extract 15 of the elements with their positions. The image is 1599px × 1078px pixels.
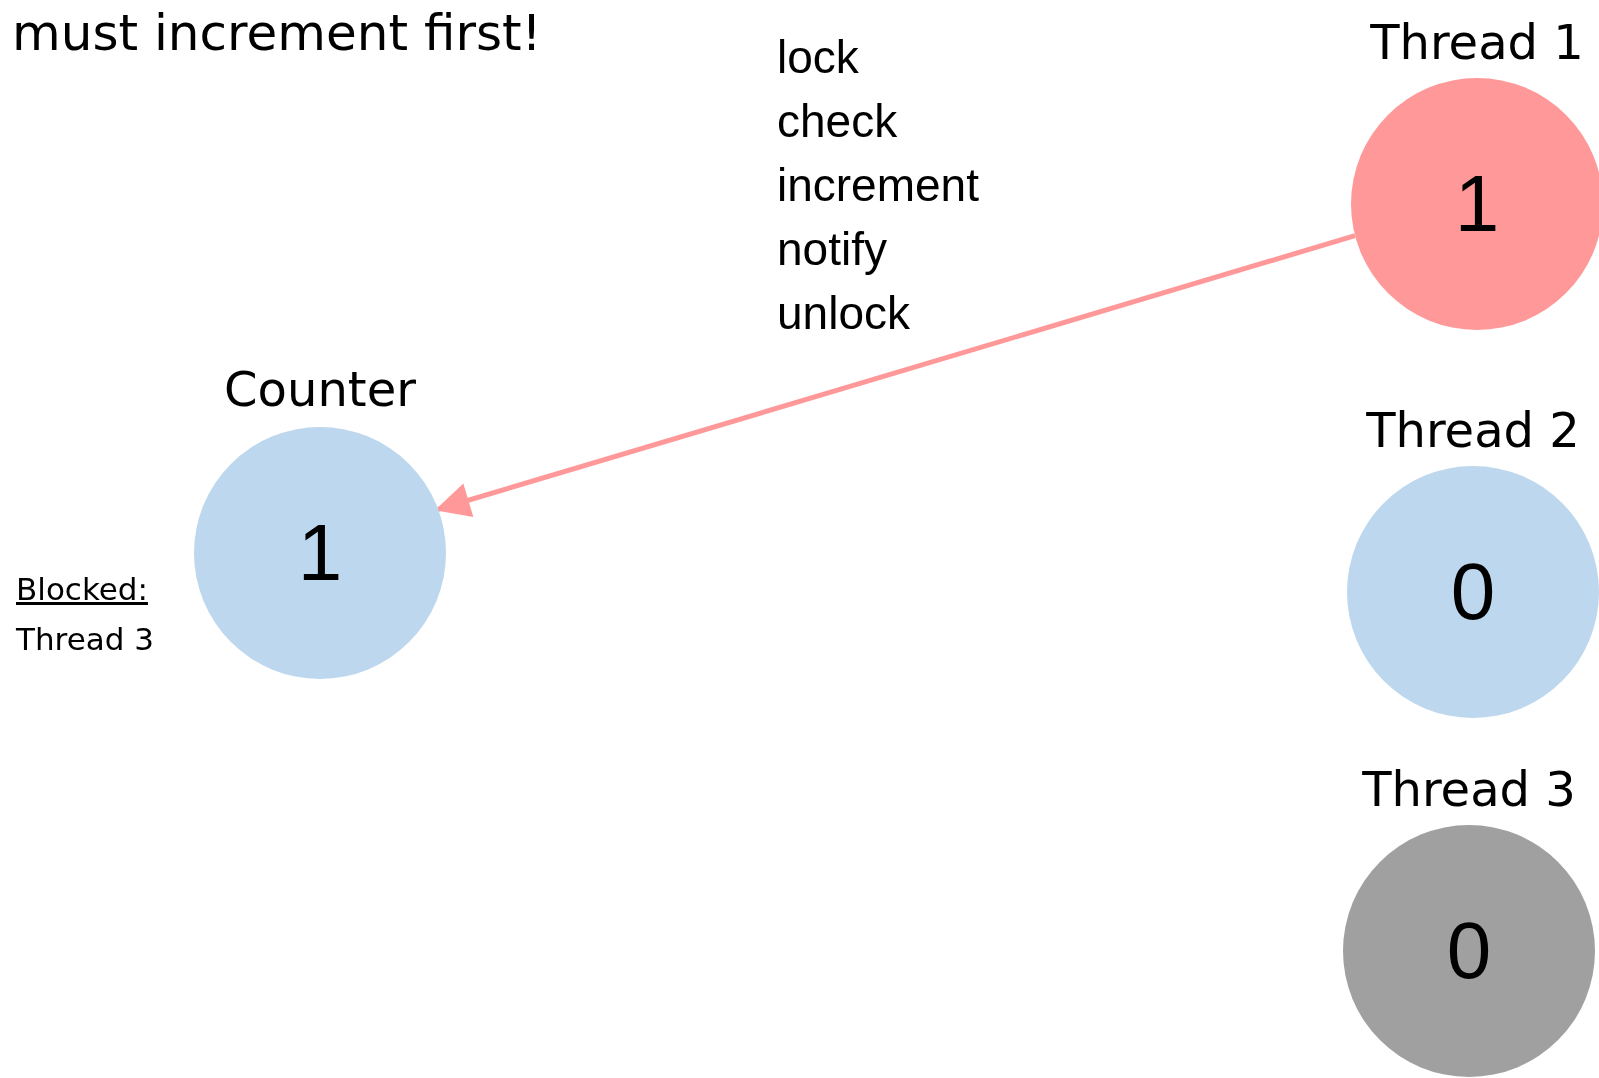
node-value: 1 xyxy=(297,512,343,593)
status-text: Thread 3 xyxy=(16,620,154,659)
node-heading: Thread 1 xyxy=(1370,14,1584,72)
node-heading: Thread 3 xyxy=(1362,761,1576,819)
note-text: must increment first! xyxy=(12,8,542,58)
step-text: check xyxy=(777,98,898,144)
step-text: lock xyxy=(777,34,859,80)
node-value: 0 xyxy=(1450,551,1496,632)
status-heading: Blocked: xyxy=(16,570,149,609)
step-text: unlock xyxy=(777,290,910,336)
node-value: 0 xyxy=(1446,910,1492,991)
node-value: 1 xyxy=(1454,163,1500,244)
node-heading: Thread 2 xyxy=(1366,402,1580,460)
step-text: increment xyxy=(777,162,979,208)
node-heading: Counter xyxy=(224,361,416,419)
